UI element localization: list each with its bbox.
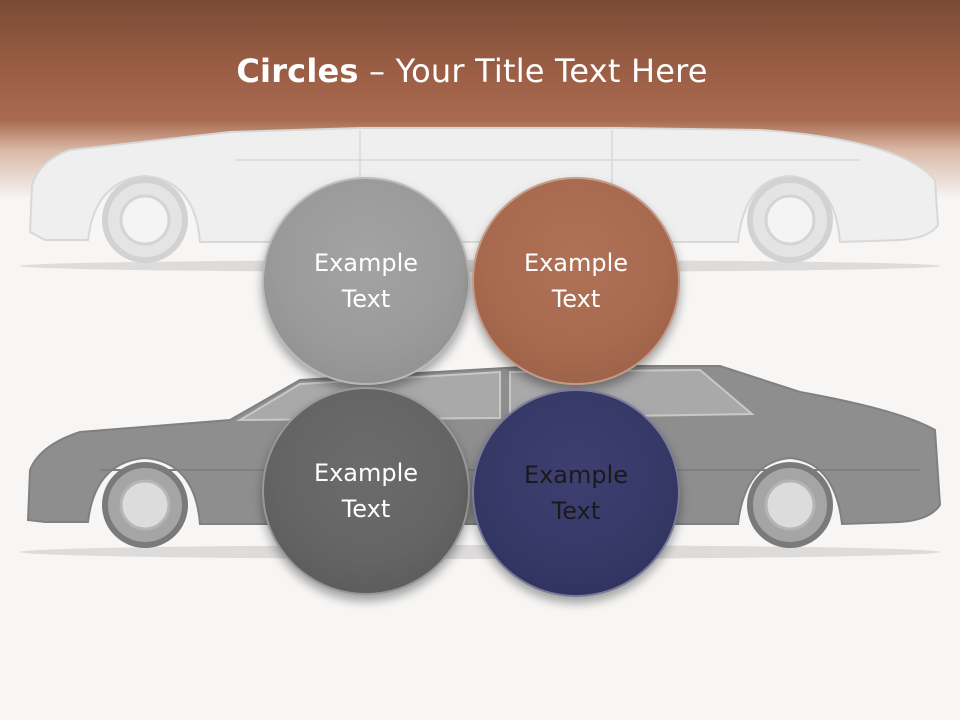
circle-copper[interactable]: Example Text	[472, 177, 680, 385]
slide-title-rest: – Your Title Text Here	[358, 52, 708, 90]
slide-title: Circles – Your Title Text Here	[0, 52, 944, 90]
circle-gray-light[interactable]: Example Text	[262, 177, 470, 385]
circle-label: Example Text	[313, 459, 419, 523]
circle-navy[interactable]: Example Text	[472, 389, 680, 597]
circle-gray-dark[interactable]: Example Text	[262, 387, 470, 595]
circle-label: Example Text	[523, 249, 629, 313]
slide-title-bold: Circles	[236, 52, 359, 90]
white-car-image	[20, 127, 940, 272]
circle-label: Example Text	[313, 249, 419, 313]
circle-label: Example Text	[523, 461, 629, 525]
